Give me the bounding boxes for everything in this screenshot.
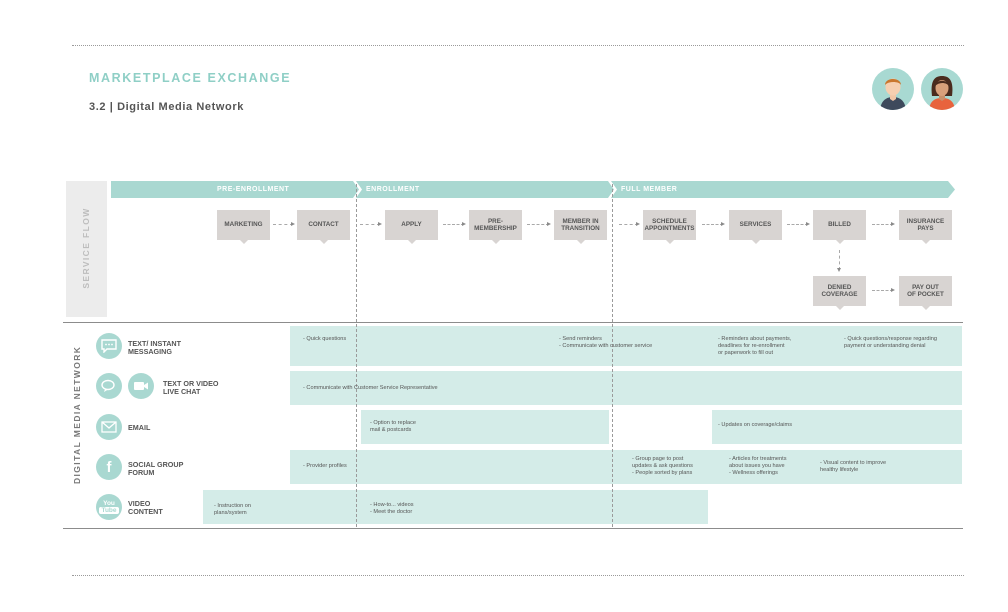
top-divider: [72, 45, 964, 46]
flow-arrow: [702, 222, 725, 226]
note-coverage-updates: - Updates on coverage/claims: [718, 422, 792, 428]
note-visual-content: - Visual content to improve healthy life…: [820, 460, 887, 473]
step-services: SERVICES: [729, 210, 782, 244]
note-payment-reminders: - Reminders about payments, deadlines fo…: [718, 336, 792, 356]
facebook-icon: f: [96, 454, 122, 480]
note-instruction: - Instruction on plans/system: [214, 503, 251, 516]
flow-arrow: [443, 222, 466, 226]
note-quick-response: - Quick questions/response regarding pay…: [844, 336, 937, 349]
phase-label: ENROLLMENT: [366, 186, 420, 193]
male-person-icon: [880, 78, 906, 110]
phase-pre-enrollment-segment: [111, 181, 359, 198]
step-billed: BILLED: [813, 210, 866, 244]
section-divider: [63, 528, 963, 529]
phase-labels: PRE-ENROLLMENT ENROLLMENT FULL MEMBER: [111, 181, 956, 198]
step-apply: APPLY: [385, 210, 438, 244]
flow-arrow: [360, 222, 382, 226]
phase-label: FULL MEMBER: [621, 186, 678, 193]
band-video: [203, 490, 708, 524]
avatar-female: [921, 68, 963, 110]
note-how-to-videos: - How-to... videos - Meet the doctor: [370, 502, 414, 515]
phase-full-member-segment: [611, 181, 955, 198]
band-email-member: [712, 410, 962, 444]
step-denied-coverage: DENIED COVERAGE: [813, 276, 866, 310]
flow-arrow: [872, 288, 895, 292]
youtube-icon: You Tube: [96, 494, 122, 520]
page-title: MARKETPLACE EXCHANGE: [89, 71, 292, 85]
page-subtitle: 3.2 | Digital Media Network: [89, 101, 244, 113]
video-camera-icon: [128, 373, 154, 399]
channel-label-video: VIDEO CONTENT: [128, 499, 163, 516]
phase-divider: [356, 184, 357, 527]
flow-arrow: [527, 222, 551, 226]
email-icon: [96, 414, 122, 440]
flow-arrow: [273, 222, 295, 226]
chat-bubble-icon: [96, 333, 122, 359]
step-marketing: MARKETING: [217, 210, 270, 244]
channel-label-email: EMAIL: [128, 423, 151, 432]
note-provider-profiles: - Provider profiles: [303, 463, 347, 469]
flow-arrow: [872, 222, 895, 226]
band-email-enrollment: [361, 410, 609, 444]
flow-arrow: [619, 222, 640, 226]
step-contact: CONTACT: [297, 210, 350, 244]
chat-icon: [96, 373, 122, 399]
avatar-male: [872, 68, 914, 110]
service-flow-label: SERVICE FLOW: [81, 207, 91, 289]
channel-label-social: SOCIAL GROUP FORUM: [128, 460, 184, 477]
step-member-in-transition: MEMBER IN TRANSITION: [554, 210, 607, 244]
phase-bar: [111, 181, 955, 198]
band-live-chat: [290, 371, 962, 405]
step-schedule-appointments: SCHEDULE APPOINTMENTS: [643, 210, 696, 244]
channel-label-messaging: TEXT/ INSTANT MESSAGING: [128, 339, 181, 356]
youtube-icon-top: You: [103, 500, 115, 507]
step-pre-membership: PRE- MEMBERSHIP: [469, 210, 522, 244]
phase-enrollment-segment: [356, 181, 614, 198]
note-customer-service-rep: - Communicate with Customer Service Repr…: [303, 385, 438, 391]
bottom-divider: [72, 575, 964, 576]
service-flow-band: SERVICE FLOW: [66, 181, 107, 317]
section-divider: [63, 322, 963, 323]
note-replace-mail: - Option to replace mail & postcards: [370, 420, 417, 433]
channel-label-live-chat: TEXT OR VIDEO LIVE CHAT: [163, 379, 219, 396]
female-person-icon: [929, 76, 955, 110]
note-group-page: - Group page to post updates & ask quest…: [632, 456, 693, 476]
note-quick-questions: - Quick questions: [303, 336, 347, 342]
note-articles: - Articles for treatments about issues y…: [729, 456, 787, 476]
note-send-reminders: - Send reminders - Communicate with cust…: [559, 336, 653, 349]
flow-arrow-down: [837, 250, 841, 272]
band-social: [290, 450, 962, 484]
phase-label: PRE-ENROLLMENT: [217, 186, 290, 193]
band-messaging: [290, 326, 962, 366]
step-pay-out-of-pocket: PAY OUT OF POCKET: [899, 276, 952, 310]
digital-media-network-label: DIGITAL MEDIA NETWORK: [72, 345, 82, 484]
youtube-icon-bottom: Tube: [99, 507, 119, 514]
flow-arrow: [787, 222, 810, 226]
step-insurance-pays: INSURANCE PAYS: [899, 210, 952, 244]
phase-divider: [612, 184, 613, 527]
